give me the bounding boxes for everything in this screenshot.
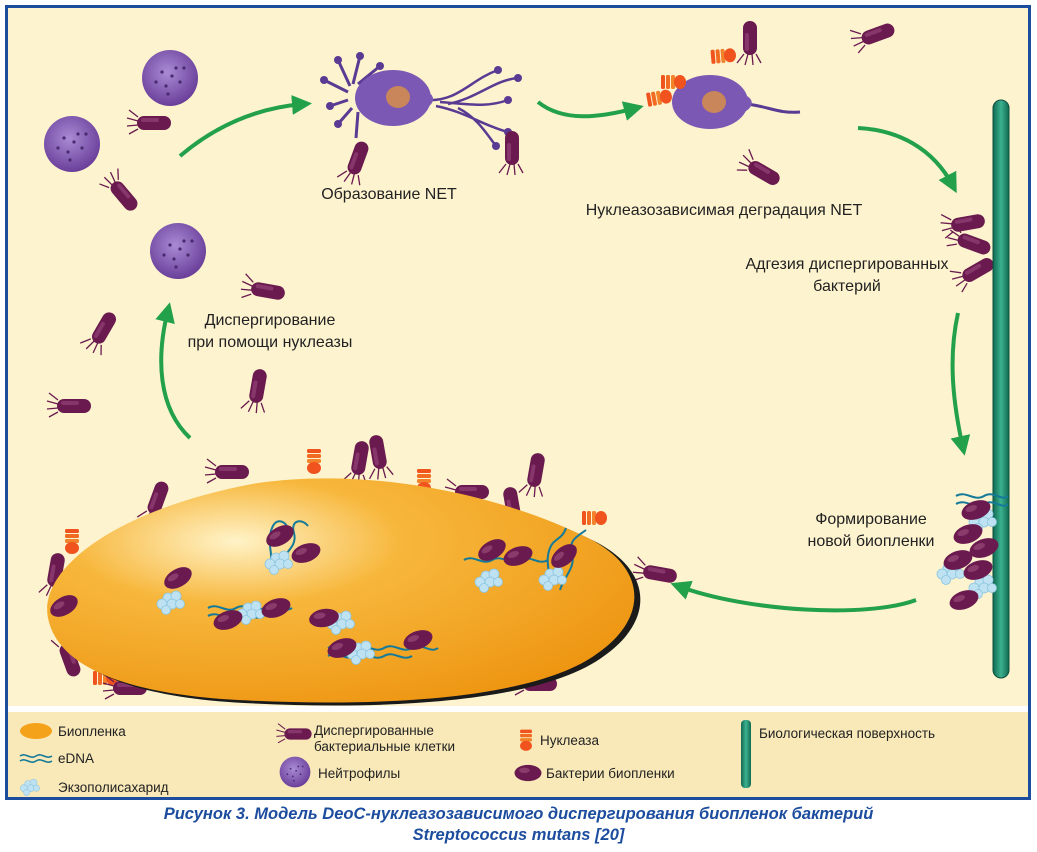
label-adhesion-line2: бактерий: [813, 278, 881, 295]
net-cell-icon: [320, 52, 522, 150]
legend-biofilm-bacteria: Бактерии биопленки: [546, 766, 675, 781]
diagram-canvas: Образование NET Нуклеазозависимая деград…: [8, 15, 1028, 797]
bacterium-icon: [204, 458, 250, 484]
legend-biofilm-bacteria-icon: [514, 764, 542, 782]
bacterium-icon: [630, 555, 680, 589]
legend-neutrophils: Нейтрофилы: [318, 766, 400, 781]
bacterium-icon: [126, 109, 172, 135]
neutrophil-icon: [150, 223, 206, 279]
legend-eps: Экзополисахарид: [58, 780, 169, 795]
legend-biofilm-icon: [20, 723, 52, 739]
new-biofilm-cluster: [936, 493, 1009, 614]
bacterium-icon: [734, 147, 786, 192]
label-dispersal-line2: при помощи нуклеазы: [188, 334, 353, 351]
caption-line1: Рисунок 3. Модель DeoC-нуклеазозависимог…: [163, 805, 874, 823]
bacterium-icon: [78, 306, 123, 358]
legend-surface-icon: [741, 720, 751, 788]
legend-bio-surface: Биологическая поверхность: [759, 726, 935, 741]
bacterium-icon: [517, 450, 551, 500]
legend-dispersed-line1: Диспергированные: [314, 723, 434, 738]
bacterium-icon: [736, 20, 762, 66]
figure-frame: Образование NET Нуклеазозависимая деград…: [5, 5, 1031, 800]
label-nuclease-degradation: Нуклеазозависимая деградация NET: [586, 202, 863, 219]
net-cell-icon: [672, 75, 801, 129]
label-new-biofilm-line1: Формирование: [815, 511, 927, 528]
legend-dispersed-line2: бактериальные клетки: [314, 739, 455, 754]
label-adhesion-line1: Адгезия диспергированных: [745, 256, 948, 273]
bacterium-icon: [947, 249, 999, 294]
bacterium-icon: [97, 166, 146, 217]
nuclease-icon: [710, 47, 737, 64]
arrow-icon: [155, 94, 971, 613]
legend-nuclease-icon: [520, 729, 532, 751]
nuclease-icon: [65, 529, 79, 554]
biofilm-icon: [47, 478, 641, 706]
legend-neutrophil-icon: [279, 756, 311, 788]
legend-edna: eDNA: [58, 751, 94, 766]
legend-biofilm: Биопленка: [58, 724, 126, 739]
nuclease-icon: [645, 88, 674, 107]
bacterium-icon: [239, 366, 273, 416]
label-net-formation: Образование NET: [321, 186, 457, 203]
figure-caption: Рисунок 3. Модель DeoC-нуклеазозависимог…: [0, 804, 1037, 846]
bacterium-icon: [498, 130, 524, 176]
label-new-biofilm-line2: новой биопленки: [807, 533, 934, 550]
nuclease-icon: [582, 511, 607, 525]
nuclease-icon: [661, 75, 686, 89]
bacterium-icon: [238, 272, 288, 306]
legend-nuclease: Нуклеаза: [540, 733, 599, 748]
bacterium-icon: [847, 15, 899, 55]
legend-edna-icon: [19, 754, 53, 763]
nuclease-icon: [307, 449, 321, 474]
surface-icon: [992, 99, 1010, 679]
bacterium-icon: [335, 136, 375, 188]
legend: Биопленка eDNA Экзополисахарид Диспергир…: [8, 706, 1028, 797]
bacterium-icon: [46, 392, 92, 418]
label-dispersal-line1: Диспергирование: [205, 312, 336, 329]
neutrophil-icon: [44, 116, 100, 172]
caption-line2: Streptococcus mutans [20]: [412, 826, 625, 844]
neutrophil-icon: [142, 50, 198, 106]
